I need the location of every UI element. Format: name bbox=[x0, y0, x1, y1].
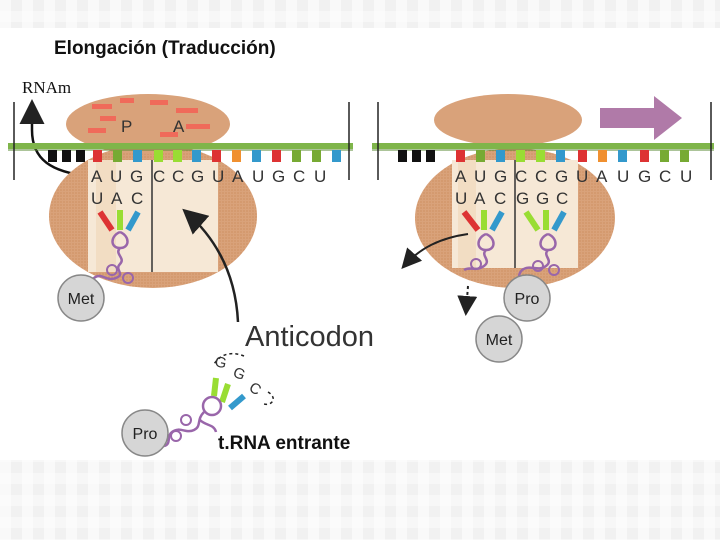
trna-exit-arrow bbox=[401, 233, 469, 269]
right-ribosome bbox=[415, 94, 615, 288]
incoming-anticodon-letter: C bbox=[246, 379, 264, 399]
codon-letter: C bbox=[172, 167, 184, 186]
anticodon-letter: C bbox=[494, 189, 506, 208]
amino-acid-label: Pro bbox=[515, 291, 540, 308]
codon-letter: G bbox=[272, 167, 285, 186]
codon-letter: G bbox=[130, 167, 143, 186]
codon-letter: G bbox=[555, 167, 568, 186]
right-pro-amino-acid: Pro bbox=[503, 274, 551, 322]
site-a-label: A bbox=[173, 117, 185, 136]
anticodon-pointer-arrow bbox=[182, 208, 240, 323]
right-mrna-strand bbox=[372, 102, 714, 180]
codon-letter: U bbox=[110, 167, 122, 186]
codon-letter: G bbox=[191, 167, 204, 186]
codon-letter: U bbox=[212, 167, 224, 186]
left-anticodon-letters: U A C bbox=[91, 189, 143, 208]
codon-letter: U bbox=[576, 167, 588, 186]
anticodon-letter: C bbox=[131, 189, 143, 208]
codon-letter: A bbox=[596, 167, 608, 186]
incoming-anticodon-letter: G bbox=[213, 353, 228, 372]
right-met-amino-acid: Met bbox=[475, 315, 523, 363]
codon-letter: U bbox=[252, 167, 264, 186]
left-met-amino-acid: Met bbox=[57, 274, 105, 322]
right-codon-letters: A U G C C G U A U G C U bbox=[455, 167, 692, 186]
right-trna-a bbox=[515, 210, 567, 288]
incoming-anticodon-letter: G bbox=[231, 364, 248, 384]
amino-acid-label: Met bbox=[486, 332, 513, 349]
incoming-trna-label: t.RNA entrante bbox=[218, 433, 350, 454]
left-codon-letters: A U G C C G U A U G C U bbox=[91, 167, 326, 186]
codon-letter: C bbox=[153, 167, 165, 186]
anticodon-letter: C bbox=[556, 189, 568, 208]
anticodon-letter: A bbox=[474, 189, 486, 208]
anticodon-letter: U bbox=[91, 189, 103, 208]
codon-letter: U bbox=[474, 167, 486, 186]
codon-letter: U bbox=[680, 167, 692, 186]
right-trna-p bbox=[461, 210, 505, 272]
translation-diagram: Elongación (Traducción) RNAm P A bbox=[8, 38, 714, 457]
amino-acid-label: Pro bbox=[133, 426, 158, 443]
anticodon-letter: G bbox=[536, 189, 549, 208]
met-release-arrow bbox=[457, 285, 478, 316]
codon-letter: A bbox=[455, 167, 467, 186]
anticodon-letter: A bbox=[111, 189, 123, 208]
slide-panel: Elongación (Traducción) RNAm P A bbox=[0, 28, 720, 460]
codon-letter: U bbox=[314, 167, 326, 186]
codon-letter: A bbox=[91, 167, 103, 186]
amino-acid-label: Met bbox=[68, 291, 95, 308]
mrna-label: RNAm bbox=[22, 78, 71, 97]
codon-letter: C bbox=[293, 167, 305, 186]
left-mrna-strand bbox=[8, 102, 353, 180]
incoming-pro-amino-acid: Pro bbox=[121, 409, 169, 457]
anticodon-label: Anticodon bbox=[245, 321, 374, 353]
right-anticodon-letters: U A C G G C bbox=[455, 189, 568, 208]
left-trna bbox=[85, 210, 141, 292]
anticodon-letter: G bbox=[516, 189, 529, 208]
codon-letter: C bbox=[659, 167, 671, 186]
slide-title: Elongación (Traducción) bbox=[54, 38, 276, 59]
codon-letter: G bbox=[494, 167, 507, 186]
codon-letter: C bbox=[515, 167, 527, 186]
ribosome-movement-arrow bbox=[600, 96, 682, 140]
pink-dna-bits bbox=[88, 98, 210, 137]
site-p-label: P bbox=[121, 117, 132, 136]
left-ribosome: P A bbox=[49, 94, 257, 288]
codon-letter: A bbox=[232, 167, 244, 186]
codon-letter: C bbox=[535, 167, 547, 186]
anticodon-letter: U bbox=[455, 189, 467, 208]
codon-letter: G bbox=[638, 167, 651, 186]
codon-letter: U bbox=[617, 167, 629, 186]
